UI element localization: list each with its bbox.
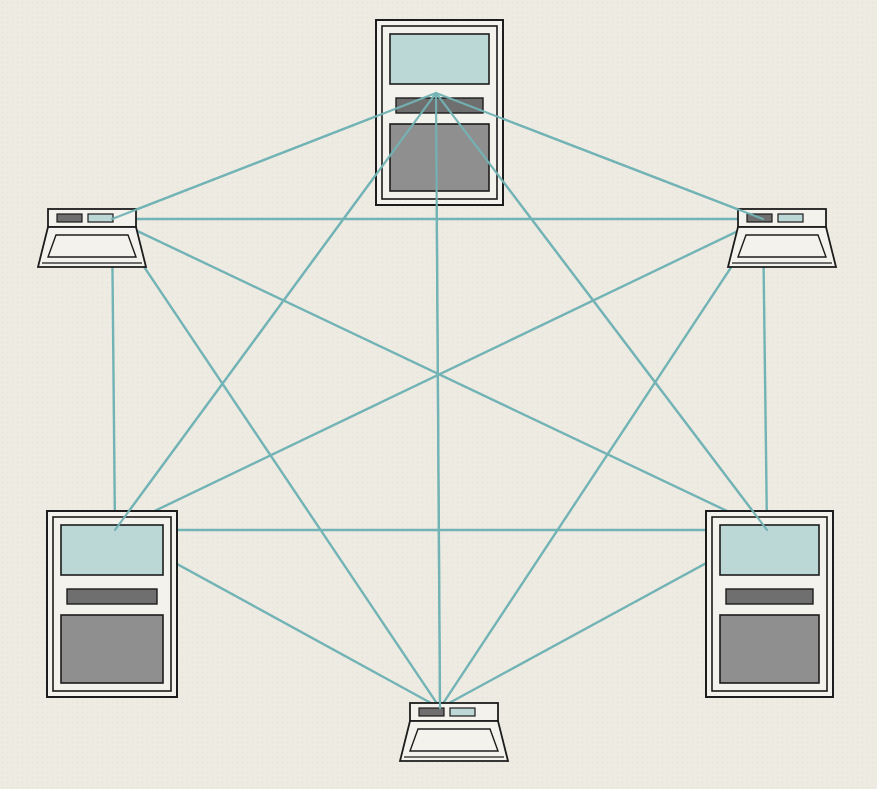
link-overlay-server-top-to-terminal-right (434, 91, 765, 221)
terminal-indicator-left (56, 213, 83, 223)
monitor-screen (389, 33, 490, 85)
terminal-indicator-right (449, 707, 476, 717)
nodes-layer (36, 19, 838, 762)
link-terminal-right-to-terminal-bottom (438, 217, 765, 710)
terminal-keyboard-keys (47, 234, 137, 258)
server-bottom-left-server-icon (46, 510, 178, 698)
cabinet-panel (389, 123, 490, 192)
terminal-keyboard-base (726, 226, 838, 268)
terminal-keyboard-base (36, 226, 148, 268)
link-terminal-right-to-server-bottom-left (113, 217, 765, 532)
terminal-keyboard-keys (409, 728, 499, 752)
terminal-indicator-right (87, 213, 114, 223)
link-terminal-left-to-terminal-bottom (110, 217, 442, 710)
link-overlay-server-top-to-terminal-left (110, 91, 438, 221)
link-overlay-server-top-to-terminal-bottom (434, 91, 442, 710)
link-overlay-server-top-to-server-bottom-right (434, 91, 769, 532)
terminal-indicator-left (418, 707, 445, 717)
terminal-bottom-terminal-icon (398, 702, 510, 762)
terminal-right-terminal-icon (726, 208, 838, 268)
server-top-server-icon (375, 19, 504, 206)
drive-slot (66, 588, 158, 605)
cabinet-panel (719, 614, 820, 684)
cabinet-panel (60, 614, 164, 684)
server-inner-frame (711, 516, 828, 692)
links-over-devices (110, 91, 769, 710)
server-inner-frame (52, 516, 172, 692)
server-inner-frame (381, 25, 498, 200)
terminal-indicator-right (777, 213, 804, 223)
link-terminal-right-to-server-bottom-right (761, 217, 769, 532)
link-terminal-left-to-server-bottom-left (110, 217, 117, 532)
monitor-screen (719, 524, 820, 576)
drive-slot (725, 588, 814, 605)
terminal-left-terminal-icon (36, 208, 148, 268)
monitor-screen (60, 524, 164, 576)
link-overlay-server-top-to-server-bottom-left (113, 91, 438, 532)
server-bottom-right-server-icon (705, 510, 834, 698)
terminal-keyboard-keys (737, 234, 827, 258)
terminal-keyboard-base (398, 720, 510, 762)
